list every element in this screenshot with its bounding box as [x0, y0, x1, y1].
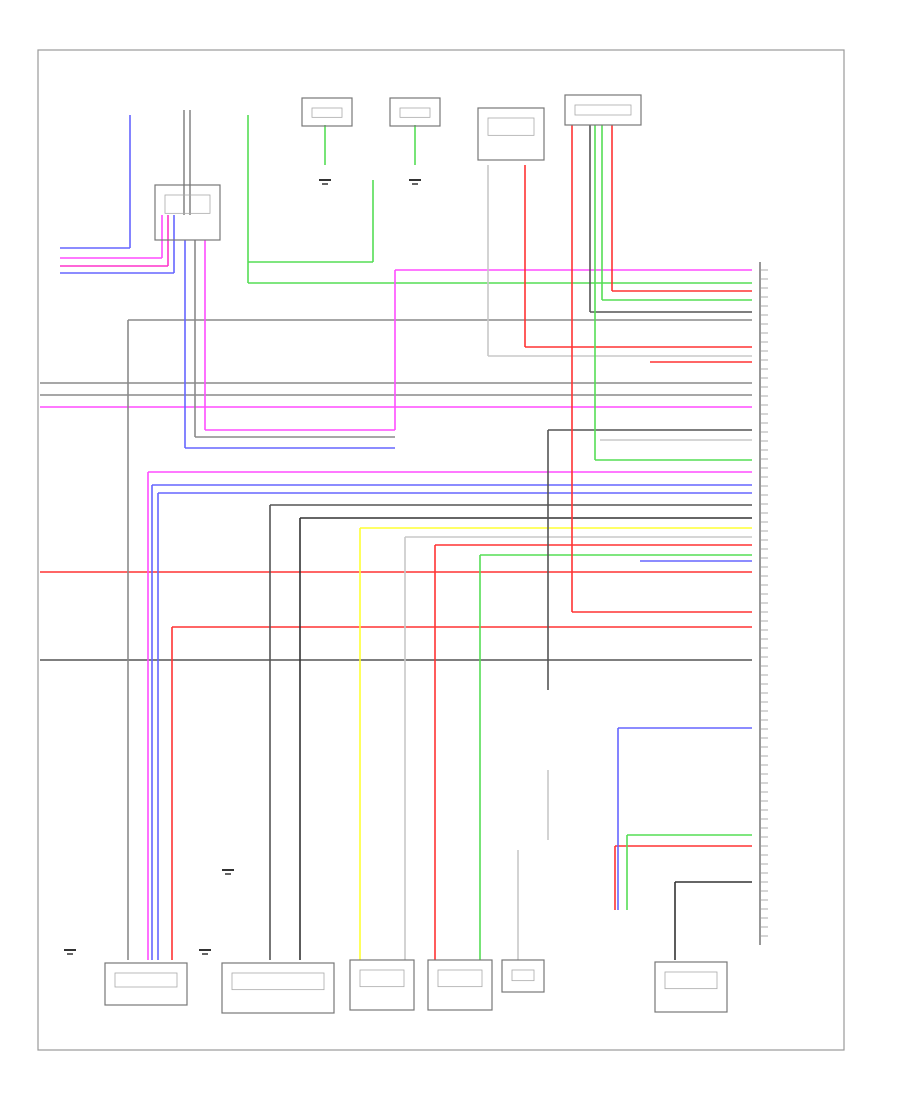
- component-connector: [114, 972, 178, 988]
- component-box: [301, 97, 353, 127]
- component-box: [654, 961, 728, 1013]
- component-connector: [164, 194, 211, 214]
- component-connector: [664, 971, 718, 990]
- component-box: [104, 962, 188, 1006]
- ground-symbols: [64, 179, 421, 955]
- component-connector: [231, 972, 325, 991]
- component-box: [154, 184, 221, 241]
- vertical-wires: [127, 110, 676, 960]
- component-connector: [487, 117, 535, 136]
- component-box: [349, 959, 415, 1011]
- component-box: [477, 107, 545, 161]
- component-box: [501, 959, 545, 993]
- component-connector: [359, 969, 405, 988]
- diagram-frame: [37, 49, 845, 1051]
- component-box: [221, 962, 335, 1014]
- ecu-pin-ticks: [760, 269, 768, 937]
- component-boxes: [104, 94, 728, 1014]
- component-connector: [511, 969, 535, 982]
- component-connector: [311, 107, 343, 118]
- component-connector: [399, 107, 431, 118]
- component-connector: [437, 969, 483, 988]
- component-box: [389, 97, 441, 127]
- horizontal-wires: [40, 247, 752, 883]
- component-box: [427, 959, 493, 1011]
- component-box: [564, 94, 642, 126]
- component-connector: [574, 104, 632, 116]
